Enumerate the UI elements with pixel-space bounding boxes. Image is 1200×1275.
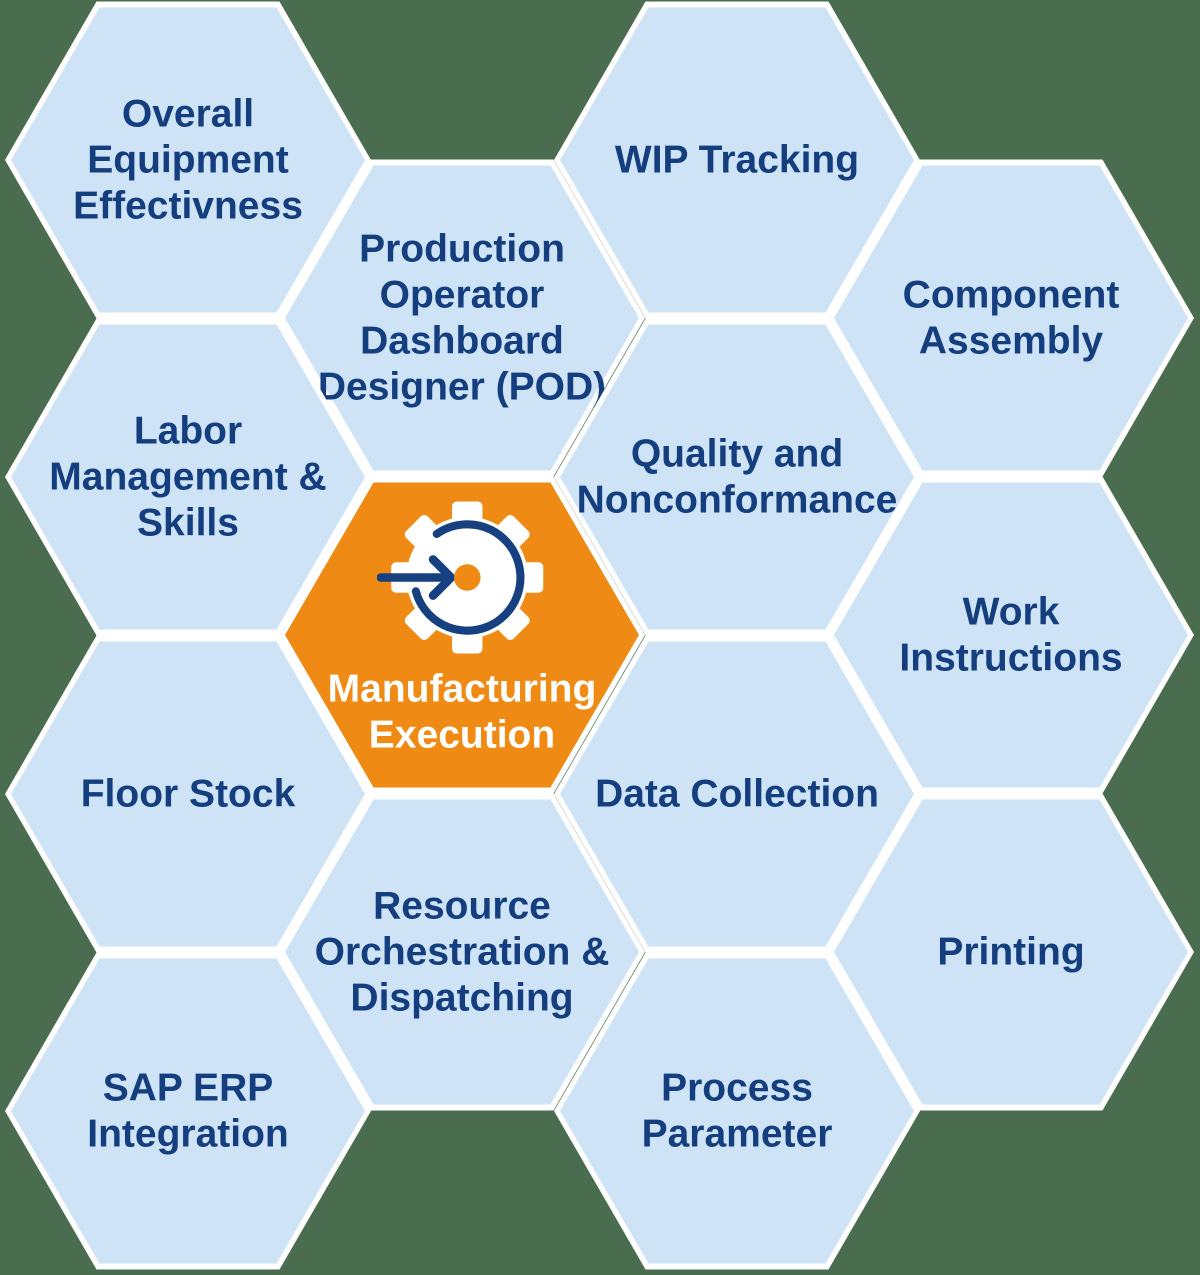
hexagon-label: Manufacturing Execution bbox=[279, 477, 645, 794]
label-line: Printing bbox=[937, 930, 1085, 973]
hex-quality-and-nonconformance: Quality and Nonconformance bbox=[554, 318, 920, 636]
hexagon-label: SAP ERP Integration bbox=[5, 953, 371, 1270]
hex-overall-equipment-effectivness: Overall Equipment Effectivness bbox=[5, 1, 371, 319]
hexagon-label: Process Parameter bbox=[554, 953, 920, 1270]
label-line: Skills bbox=[137, 501, 239, 544]
hexagon-fill bbox=[560, 7, 914, 313]
gear-with-arrow-icon bbox=[376, 501, 543, 654]
hex-process-parameter: Process Parameter bbox=[554, 952, 920, 1270]
label-line: Dispatching bbox=[350, 976, 574, 1019]
label-line: Assembly bbox=[918, 319, 1104, 362]
hex-sap-erp-integration: SAP ERP Integration bbox=[5, 952, 371, 1270]
label-line: Integration bbox=[87, 1112, 289, 1155]
hexagon-label: Data Collection bbox=[554, 636, 920, 953]
label-line: Floor Stock bbox=[80, 772, 296, 815]
hexagon-label: WIP Tracking bbox=[554, 2, 920, 319]
center-label-text: Manufacturing Execution bbox=[328, 667, 597, 759]
label-line: Manufacturing bbox=[327, 667, 597, 711]
label-line: Component bbox=[902, 273, 1120, 316]
label-line: Equipment bbox=[87, 138, 289, 181]
label-line: Work bbox=[962, 590, 1060, 633]
label-line: Orchestration & bbox=[314, 930, 610, 973]
hexagon-fill bbox=[11, 7, 365, 313]
hex-component-assembly: Component Assembly bbox=[828, 159, 1194, 477]
label-line: Nonconformance bbox=[576, 478, 898, 521]
hexagon-label: Work Instructions bbox=[828, 477, 1194, 794]
hex-floor-stock: Floor Stock bbox=[5, 635, 371, 953]
label-line: Resource bbox=[373, 884, 551, 927]
label-line: Quality and bbox=[630, 432, 844, 475]
label-line: Designer (POD) bbox=[317, 365, 607, 408]
hexagon-label: Quality and Nonconformance bbox=[554, 319, 920, 636]
label-line: Operator bbox=[379, 273, 545, 316]
label-line: WIP Tracking bbox=[614, 138, 860, 181]
label-line: Instructions bbox=[899, 636, 1123, 679]
hex-wip-tracking: WIP Tracking bbox=[554, 1, 920, 319]
hexagon-label: Labor Management & Skills bbox=[5, 319, 371, 636]
label-line: Execution bbox=[368, 713, 556, 757]
hexagon-label: Resource Orchestration & Dispatching bbox=[279, 794, 645, 1111]
label-line: SAP ERP bbox=[102, 1066, 274, 1109]
hexagon-label: Component Assembly bbox=[828, 160, 1194, 477]
label-line: Parameter bbox=[641, 1112, 833, 1155]
label-line: Overall bbox=[121, 92, 255, 135]
hexagon-label: Printing bbox=[828, 794, 1194, 1111]
label-line: Dashboard bbox=[360, 319, 564, 362]
hexagon-label: Overall Equipment Effectivness bbox=[5, 2, 371, 319]
hex-data-collection: Data Collection bbox=[554, 635, 920, 953]
label-line: Management & bbox=[49, 455, 327, 498]
label-line: Effectivness bbox=[73, 184, 303, 227]
hexagon-label: Floor Stock bbox=[5, 636, 371, 953]
label-line: Data Collection bbox=[595, 772, 879, 815]
label-line: Labor bbox=[133, 409, 243, 452]
hexagon-label: Production Operator Dashboard Designer (… bbox=[279, 160, 645, 477]
label-line: Production bbox=[359, 227, 565, 270]
label-line: Process bbox=[661, 1066, 813, 1109]
